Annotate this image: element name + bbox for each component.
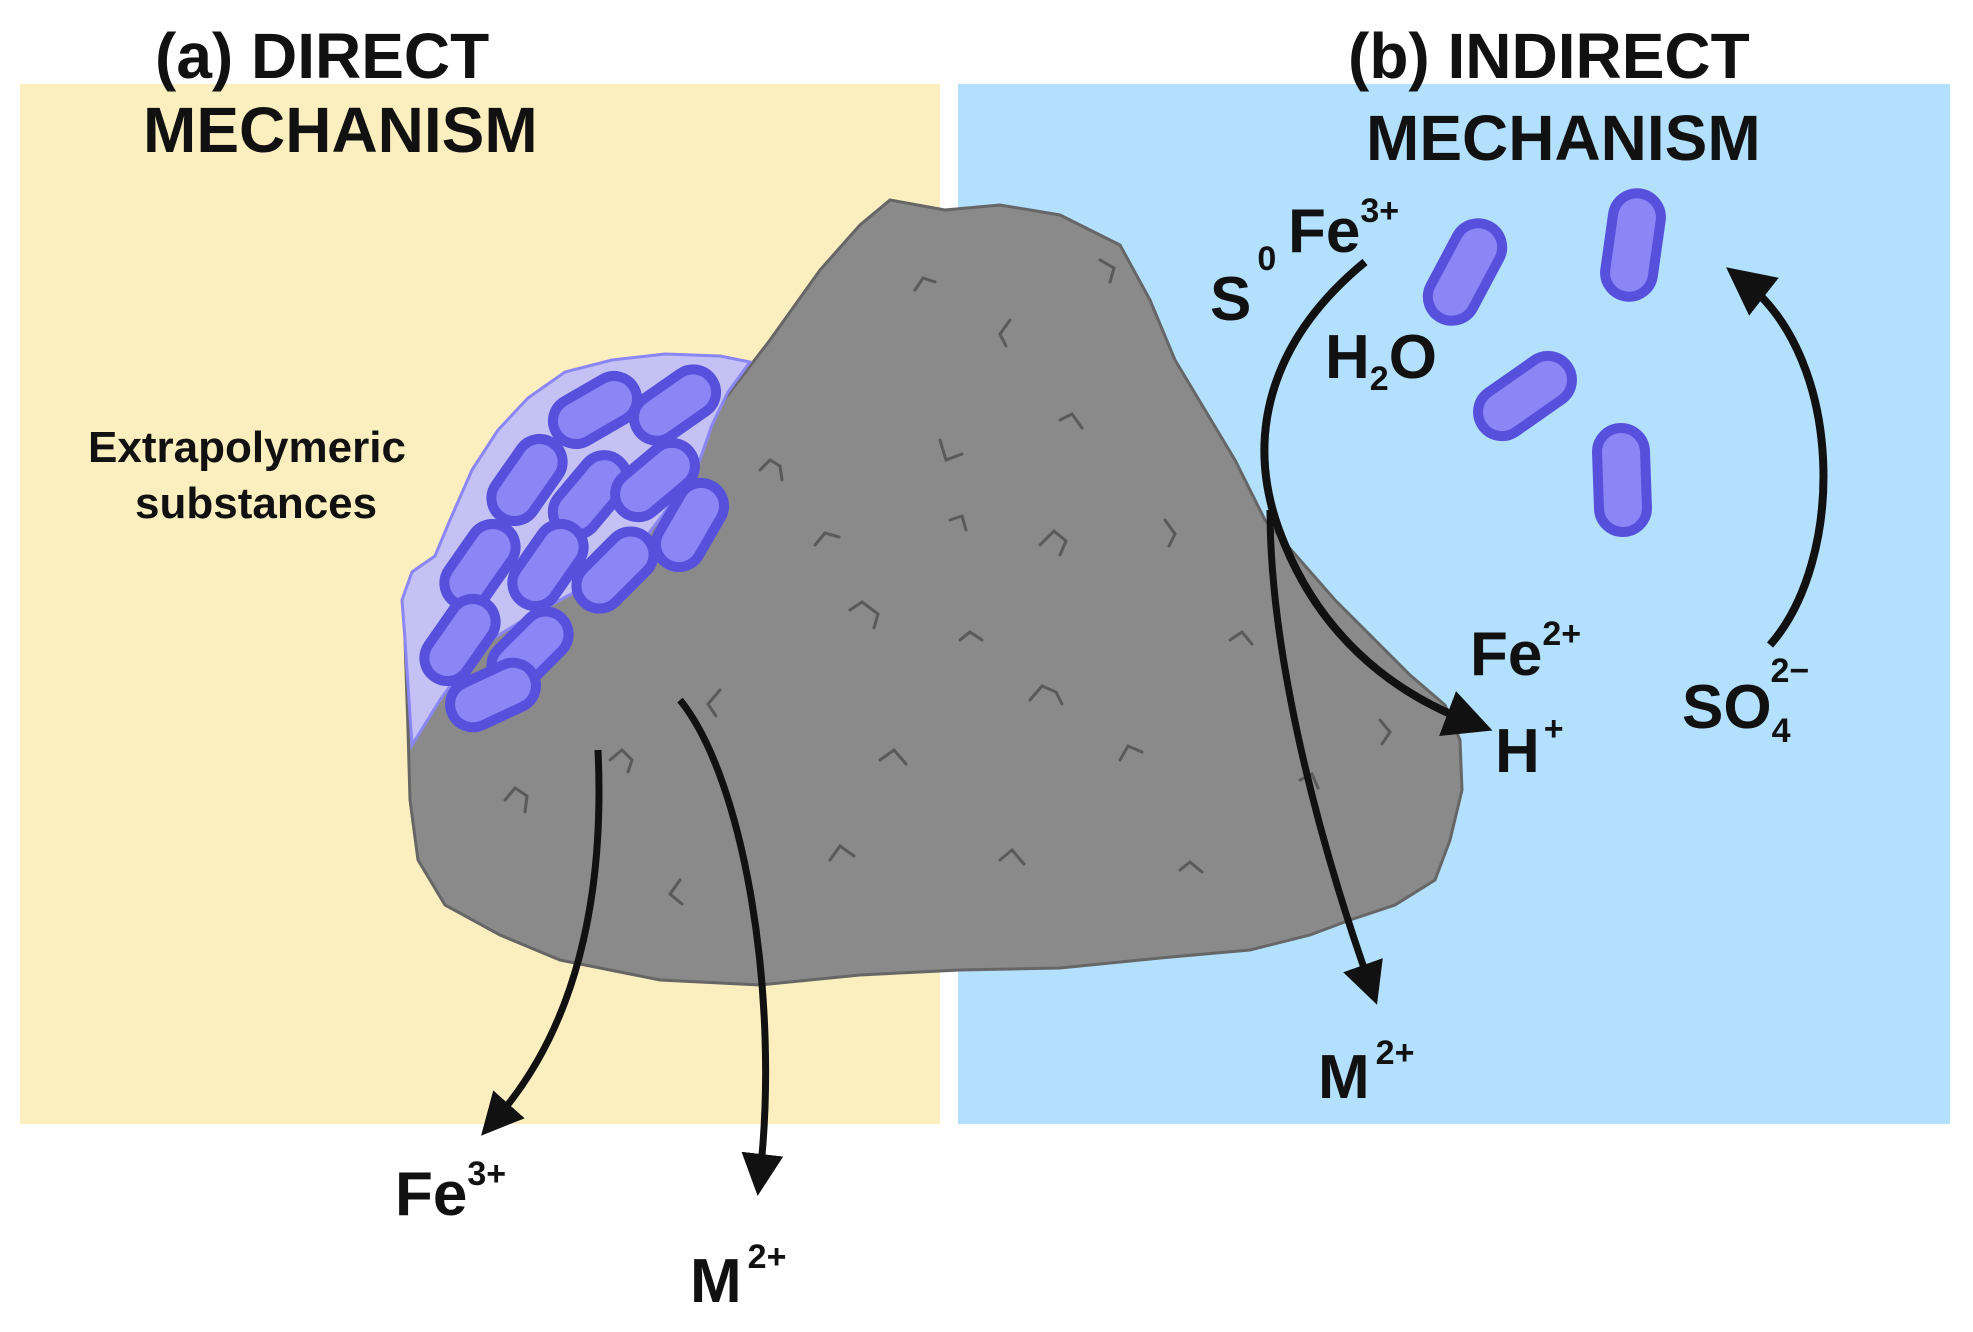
indirect-title-line2: MECHANISM <box>1366 102 1761 174</box>
so4-label: SO42− <box>1682 652 1809 750</box>
arrow-so4-cycle <box>1726 267 1828 648</box>
planktonic-bacteria <box>1422 188 1666 537</box>
arrow-fe3-to-fe2-h <box>1260 258 1493 736</box>
rock-texture <box>503 258 1392 906</box>
direct-title-line1: (a) DIRECT <box>155 20 489 92</box>
h-plus-product: H+ <box>1495 710 1564 786</box>
attached-bacteria-colony <box>419 364 729 733</box>
indirect-title-line1: (b) INDIRECT <box>1348 20 1750 92</box>
arrow-to-fe3-direct <box>481 749 603 1136</box>
arrow-to-m2-indirect <box>1266 509 1383 1005</box>
h2o-label: H2O <box>1325 323 1437 398</box>
eps-label-line1: Extrapolymeric <box>88 423 406 472</box>
fe2-product: Fe2+ <box>1470 615 1581 689</box>
mineral-ore-rock <box>403 198 1464 987</box>
arrow-to-m2-direct <box>677 697 784 1196</box>
s0-label: S0 <box>1210 240 1276 334</box>
fe3-product-direct: Fe3+ <box>395 1155 506 1229</box>
fe3-reactant: Fe3+ <box>1288 192 1399 266</box>
direct-title-line2: MECHANISM <box>143 94 538 166</box>
eps-label-line2: substances <box>135 479 377 528</box>
